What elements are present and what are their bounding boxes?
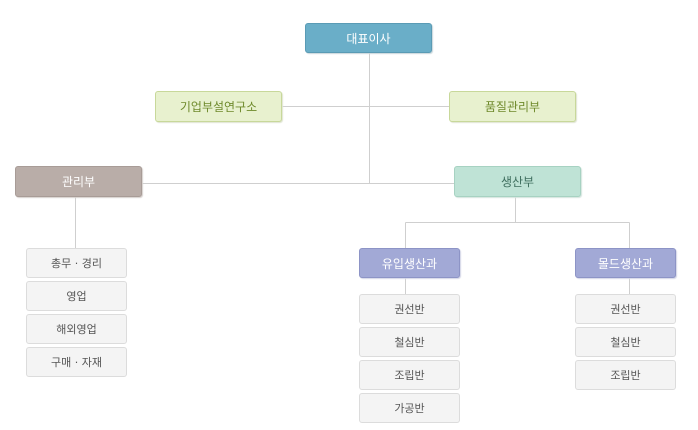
research-lab-box: 기업부설연구소 [155,91,282,122]
admin-unit-purchasing: 구매 · 자재 [26,347,127,377]
mold-unit-winding: 권선반 [575,294,676,324]
oil-unit-machining: 가공반 [359,393,460,423]
admin-unit-overseas-sales: 해외영업 [26,314,127,344]
oil-unit-winding: 권선반 [359,294,460,324]
mold-unit-assembly: 조립반 [575,360,676,390]
mold-unit-core: 철심반 [575,327,676,357]
admin-unit-general-accounting: 총무 · 경리 [26,248,127,278]
admin-unit-sales: 영업 [26,281,127,311]
oil-unit-core: 철심반 [359,327,460,357]
section-mold-production: 몰드생산과 [575,248,676,278]
quality-dept-box: 품질관리부 [449,91,576,122]
oil-unit-assembly: 조립반 [359,360,460,390]
production-dept-box: 생산부 [454,166,581,197]
ceo-box: 대표이사 [305,23,432,53]
admin-dept-box: 관리부 [15,166,142,197]
section-oil-production: 유입생산과 [359,248,460,278]
